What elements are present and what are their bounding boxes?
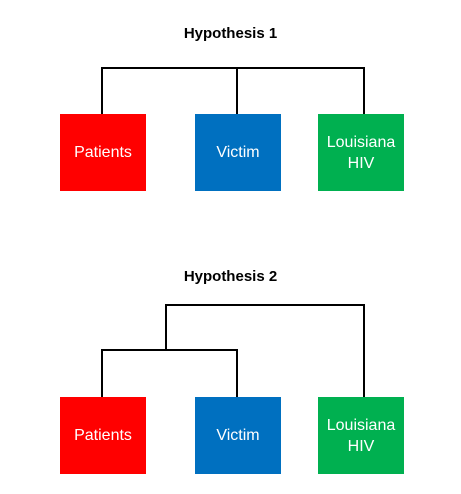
hypothesis-2-tree xyxy=(101,304,365,397)
h2-node-louisiana-hiv: Louisiana HIV xyxy=(318,397,404,474)
h1-node-victim-label: Victim xyxy=(216,144,260,161)
hypothesis-1-tree xyxy=(101,67,365,114)
h2-node-victim: Victim xyxy=(195,397,281,474)
h2-node-victim-label: Victim xyxy=(216,427,260,444)
h1-node-patients-label: Patients xyxy=(74,144,132,161)
h2-node-patients-label: Patients xyxy=(74,427,132,444)
h2-node-louisiana-hiv-label: Louisiana HIV xyxy=(326,416,396,455)
hypothesis-1-title: Hypothesis 1 xyxy=(183,25,278,42)
h1-node-louisiana-hiv-label: Louisiana HIV xyxy=(326,133,396,172)
hypothesis-2-title: Hypothesis 2 xyxy=(183,268,278,285)
h1-node-patients: Patients xyxy=(60,114,146,191)
h1-node-victim: Victim xyxy=(195,114,281,191)
h1-node-louisiana-hiv: Louisiana HIV xyxy=(318,114,404,191)
h2-node-patients: Patients xyxy=(60,397,146,474)
